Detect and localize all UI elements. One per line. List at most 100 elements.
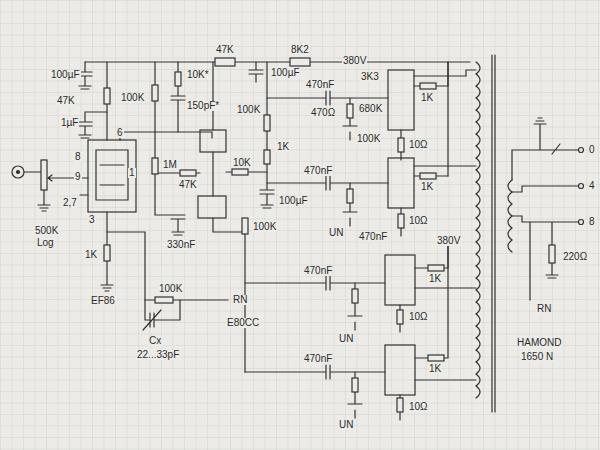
wires <box>245 365 385 379</box>
component-label: 470Ω <box>310 108 336 118</box>
component-label: 10Ω <box>408 216 429 226</box>
component-label: 100K <box>252 222 277 232</box>
resistor-symbols <box>347 104 353 118</box>
component-label: UN <box>338 334 354 344</box>
component-label: 22...33pF <box>136 350 180 360</box>
resistor-symbols <box>397 310 403 324</box>
resistor-symbols <box>155 297 173 303</box>
wires <box>143 300 180 330</box>
component-label: UN <box>338 420 354 430</box>
wires <box>579 220 584 225</box>
component-label: 500K <box>34 226 59 236</box>
resistor-symbols <box>104 245 110 261</box>
component-label: 470nF <box>303 166 333 176</box>
component-label: 1K <box>420 182 434 192</box>
component-label: 1650 N <box>520 352 554 362</box>
wires <box>579 148 584 153</box>
resistor-symbols <box>175 72 181 86</box>
component-label: 100K <box>356 134 381 144</box>
resistor-symbols <box>352 378 358 392</box>
wires <box>17 171 20 174</box>
component-label: 4 <box>588 181 596 191</box>
wires <box>12 166 24 178</box>
wires <box>512 118 578 180</box>
component-label: 1µF <box>60 118 79 128</box>
component-label: 380V <box>436 236 461 246</box>
component-label: 1K <box>276 142 290 152</box>
wires <box>245 276 385 290</box>
resistor-symbols <box>104 88 110 104</box>
component-label: UN <box>328 228 344 238</box>
component-label: 100K <box>120 93 145 103</box>
wires <box>80 195 113 291</box>
resistor-symbols <box>264 150 270 164</box>
wires <box>12 55 584 420</box>
wires <box>171 62 185 132</box>
component-label: EF86 <box>90 296 116 306</box>
component-label: 47K <box>56 96 76 106</box>
component-label: 47K <box>215 45 235 55</box>
component-label: 1K <box>428 364 442 374</box>
component-label: 100K <box>158 284 183 294</box>
component-label: 1K <box>84 250 98 260</box>
wires <box>88 140 136 212</box>
resistor-symbols <box>398 138 404 152</box>
resistor-symbols <box>420 83 436 89</box>
resistor-symbols <box>352 289 358 303</box>
component-label: 47K <box>178 180 198 190</box>
resistor-symbols <box>242 218 248 234</box>
resistor-symbols <box>428 355 444 361</box>
component-label: 3 <box>88 215 96 225</box>
wires <box>388 70 414 130</box>
resistor-symbols <box>549 245 555 263</box>
component-label: 100µF <box>270 68 301 78</box>
component-label: 0 <box>588 145 596 155</box>
component-label: 470nF <box>303 354 333 364</box>
wires <box>579 184 584 189</box>
component-label: 1K <box>420 93 434 103</box>
component-label: 220Ω <box>562 252 588 262</box>
component-label: 680K <box>358 104 383 114</box>
component-label: 10Ω <box>408 402 429 412</box>
wires <box>200 130 226 152</box>
wires <box>343 183 357 226</box>
wires <box>512 186 578 192</box>
component-label: 150pF* <box>186 101 220 111</box>
wires <box>348 372 362 418</box>
wires <box>249 62 263 82</box>
component-label: 10K <box>232 158 252 168</box>
resistor-symbols <box>264 115 270 131</box>
wires <box>198 196 226 218</box>
component-label: 10K* <box>186 70 210 80</box>
resistor-symbols <box>215 58 235 66</box>
wires <box>78 112 107 138</box>
component-label: 100µF <box>278 196 309 206</box>
component-label: 8 <box>588 217 596 227</box>
wires <box>85 61 470 62</box>
component-label: 8 <box>74 152 82 162</box>
component-label: 100K <box>236 105 261 115</box>
component-label: 1K <box>428 274 442 284</box>
component-label: 380V <box>342 56 367 66</box>
wires <box>476 62 480 398</box>
component-label: 9 <box>74 172 82 182</box>
wires <box>48 175 88 181</box>
component-label: 10Ω <box>408 140 429 150</box>
wires <box>96 150 128 200</box>
component-label: 8K2 <box>290 45 310 55</box>
component-label: 1 <box>128 168 136 178</box>
wires <box>260 62 274 208</box>
wires <box>492 55 495 412</box>
component-label: 10Ω <box>408 312 429 322</box>
wires <box>385 345 415 395</box>
component-label: HAMOND <box>516 338 562 348</box>
wires <box>155 62 213 196</box>
resistor-symbols <box>428 265 444 271</box>
resistor-symbols <box>152 158 158 174</box>
component-label: 330nF <box>166 240 196 250</box>
resistor-symbols <box>347 189 353 203</box>
component-label: 6 <box>116 128 124 138</box>
component-label: 1M <box>162 160 178 170</box>
